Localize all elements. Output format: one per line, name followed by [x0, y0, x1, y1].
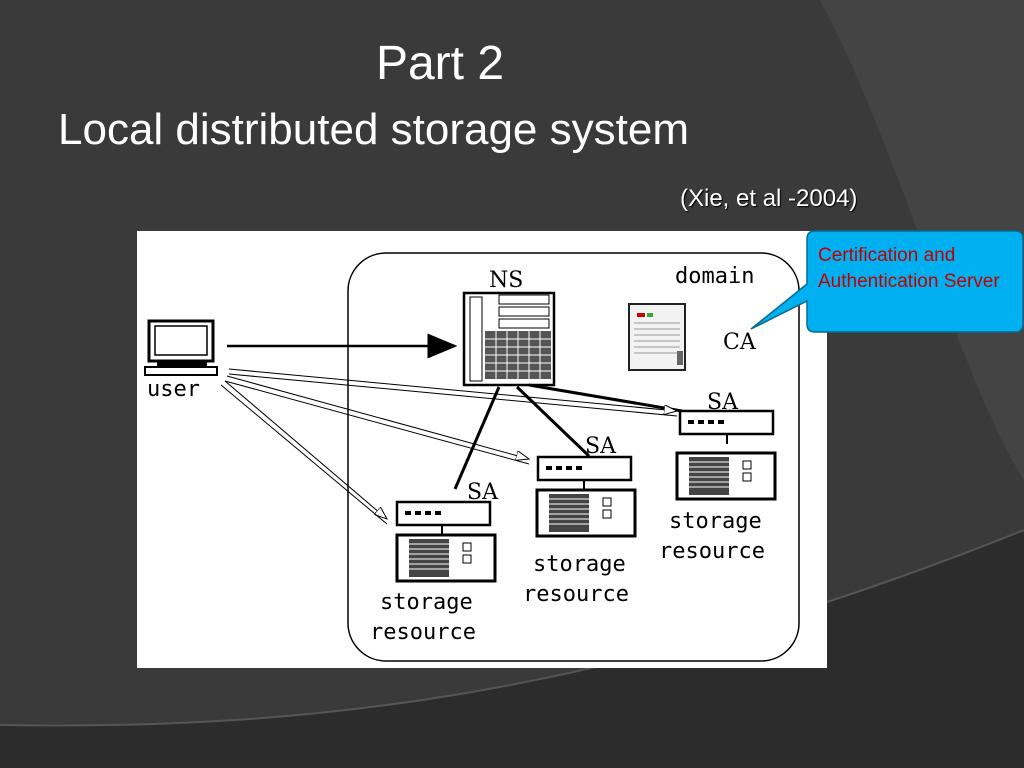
storage-diagram: user NS domain [144, 252, 800, 662]
name-server-icon [462, 291, 556, 387]
domain-label: domain [675, 264, 754, 289]
storage-left-label-2: resource [370, 620, 476, 645]
ns-to-sa-middle-line [515, 385, 591, 458]
storage-right-label-1: storage [669, 509, 762, 534]
slide-subtitle: Local distributed storage system [58, 105, 689, 154]
sa-left-label: SA [467, 480, 499, 505]
citation: (Xie, et al -2004) [680, 185, 858, 212]
architecture-figure: user NS domain [137, 231, 827, 668]
sa-right-icon [678, 409, 775, 444]
callout-bubble [750, 230, 1024, 333]
storage-middle-icon [535, 488, 637, 538]
sa-left-icon [395, 500, 492, 535]
sa-middle-label: SA [585, 434, 617, 459]
user-to-sa-arrows [220, 368, 677, 525]
ns-to-sa-left-line [453, 386, 501, 490]
sa-right-label: SA [707, 390, 739, 415]
storage-left-icon [395, 533, 497, 583]
storage-left-label-1: storage [380, 590, 473, 615]
callout-text: Certification and Authentication Server [818, 245, 1000, 292]
storage-middle-label-2: resource [523, 582, 629, 607]
storage-middle-label-1: storage [533, 552, 626, 577]
domain-boundary [347, 252, 800, 662]
ns-to-sa-right-line [528, 383, 683, 413]
ca-label: CA [723, 330, 757, 355]
storage-right-label-2: resource [659, 539, 765, 564]
sa-middle-icon [536, 455, 633, 490]
slide-title: Part 2 [375, 37, 505, 90]
user-computer-icon [144, 319, 218, 376]
storage-right-icon [675, 451, 777, 501]
ca-server-icon [628, 303, 686, 371]
ns-label: NS [489, 268, 523, 293]
user-label: user [147, 377, 200, 402]
